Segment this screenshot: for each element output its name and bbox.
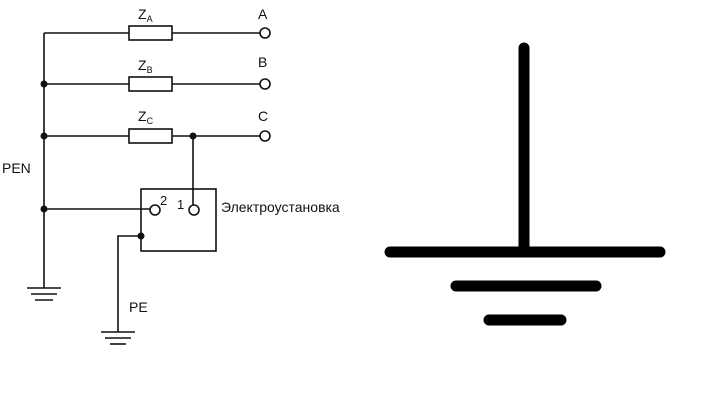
phase-a-terminal: [259, 27, 271, 39]
phase-c-terminal: [259, 130, 271, 142]
ground-symbol-large: [384, 42, 666, 326]
junction-dot-pen: [40, 205, 48, 213]
circuit-wires: [27, 32, 260, 345]
terminal-1-circle: [188, 204, 200, 216]
impedance-zb-resistor: [128, 76, 173, 92]
impedance-zb-label: ZB: [138, 57, 153, 75]
impedance-zc-label: ZC: [138, 108, 154, 126]
pe-wire: [117, 235, 141, 332]
pe-label: PE: [129, 299, 148, 315]
phase-b-terminal: [259, 78, 271, 90]
installation-box: [140, 188, 217, 252]
terminal-2-circle: [149, 204, 161, 216]
terminal-1-label: 1: [177, 197, 184, 212]
impedance-zc-resistor: [128, 128, 173, 144]
phase-a-label: A: [258, 6, 268, 22]
impedance-za-resistor: [128, 25, 173, 41]
impedance-za-label: ZA: [138, 6, 153, 24]
junction-dot-b: [40, 80, 48, 88]
phase-b-label: B: [258, 54, 267, 70]
pen-label: PEN: [2, 160, 31, 176]
junction-dot-pe: [137, 232, 145, 240]
junction-dot-phase-c-drop: [189, 132, 197, 140]
terminal-2-label: 2: [160, 193, 167, 208]
installation-label: Электроустановка: [221, 199, 340, 215]
junction-dot-c: [40, 132, 48, 140]
phase-c-label: C: [258, 108, 268, 124]
